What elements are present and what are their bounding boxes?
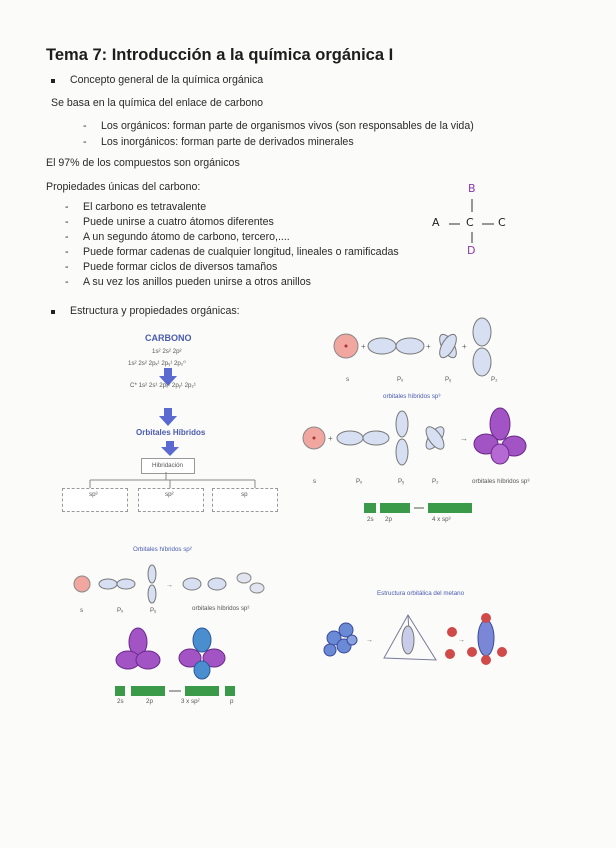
- box-2s-label-2: 2s: [117, 698, 124, 705]
- list-item: A su vez los anillos pueden unirse a otr…: [65, 276, 311, 288]
- hand-atom-c2: C: [498, 216, 506, 229]
- svg-text:+: +: [361, 342, 366, 351]
- list-item: A un segundo átomo de carbono, tercero,.…: [65, 231, 290, 243]
- hibridos-sp3-caption: orbitales híbridos sp³: [383, 393, 441, 400]
- svg-text:→: →: [458, 637, 465, 644]
- label-px-2: Pₓ: [356, 478, 363, 485]
- sp2-box: sp²: [138, 488, 204, 512]
- svg-text:+: +: [328, 434, 333, 443]
- props-title: Propiedades únicas del carbono:: [46, 181, 201, 193]
- config-1: 1s² 2s² 2p²: [152, 348, 182, 355]
- box-2p-label: 2p: [385, 516, 392, 523]
- sp3-label: sp³: [89, 491, 98, 498]
- intro-bullet: Concepto general de la química orgánica: [50, 74, 264, 86]
- hibridos-sp2-title: Orbitales híbridos sp²: [133, 546, 192, 553]
- hibridacion-label: Hibridación: [152, 462, 183, 469]
- svg-text:→: →: [166, 582, 173, 589]
- box-2s-label: 2s: [367, 516, 374, 523]
- list-item: Los orgánicos: forman parte de organismo…: [83, 120, 474, 132]
- label-px: Pₓ: [397, 376, 404, 383]
- config-3: C* 1s² 2s¹ 2pₓ¹ 2pᵧ¹ 2p₂¹: [130, 382, 196, 389]
- sp2-orbitals-diagram: →: [73, 564, 265, 604]
- label-s-3: s: [80, 607, 84, 614]
- label-py-3: Pᵧ: [150, 607, 157, 614]
- hand-atom-c: C: [466, 216, 474, 229]
- hibridos-sp2-caption: orbitales híbridos sp²: [192, 605, 250, 612]
- sp2-label: sp²: [165, 491, 174, 498]
- arrow-down-icon: [161, 441, 179, 456]
- sp2-hybrid-shapes: [115, 627, 226, 680]
- hibridacion-box: Hibridación: [141, 458, 195, 474]
- sp-box: sp: [212, 488, 278, 512]
- label-py: Pᵧ: [445, 376, 452, 383]
- config-2: 1s² 2s² 2pₓ¹ 2pᵧ¹ 2p₂⁰: [128, 360, 186, 367]
- list-item: El carbono es tetravalente: [65, 201, 206, 213]
- box-2p-label-2: 2p: [146, 698, 153, 705]
- energy-boxes-sp2: [115, 686, 235, 696]
- hibridos-sp3-caption-2: orbitales híbridos sp³: [472, 478, 530, 485]
- sp3-orbitals-diagram: + + +: [333, 317, 492, 377]
- methane-diagram: → →: [323, 613, 507, 665]
- energy-boxes-sp3: [364, 503, 472, 513]
- sp-label: sp: [241, 491, 248, 498]
- arrow-down-icon: [159, 368, 177, 386]
- label-pz-2: P₂: [432, 478, 439, 485]
- list-item: Puede formar ciclos de diversos tamaños: [65, 261, 277, 273]
- tree-lines: [89, 472, 256, 488]
- svg-text:→: →: [366, 637, 373, 644]
- box-4sp3-label: 4 x sp³: [432, 516, 451, 523]
- label-s-2: s: [313, 478, 317, 485]
- sp3-hybrid-diagram: + →: [302, 407, 527, 466]
- arrow-down-icon: [159, 408, 177, 426]
- hand-atom-d: D: [467, 244, 476, 257]
- hand-bonds: [449, 199, 494, 243]
- label-py-2: Pᵧ: [398, 478, 405, 485]
- list-item: Los inorgánicos: forman parte de derivad…: [83, 136, 354, 148]
- intro-line: Se basa en la química del enlace de carb…: [51, 97, 264, 109]
- svg-text:+: +: [426, 342, 431, 351]
- hand-atom-a: A: [432, 216, 440, 229]
- page-title: Tema 7: Introducción a la química orgáni…: [46, 46, 394, 64]
- label-pz: P₂: [491, 376, 498, 383]
- svg-text:→: →: [460, 434, 468, 443]
- box-3sp2-label: 3 x sp²: [181, 698, 200, 705]
- metano-caption: Estructura orbitálica del metano: [377, 590, 465, 597]
- carbono-title: CARBONO: [145, 333, 192, 343]
- percent-line: El 97% de los compuestos son orgánicos: [46, 157, 240, 169]
- label-s: s: [346, 376, 350, 383]
- sp3-box: sp³: [62, 488, 128, 512]
- list-item: Puede formar cadenas de cualquier longit…: [65, 246, 399, 258]
- hand-atom-b: B: [468, 182, 476, 195]
- box-p-label: p: [230, 698, 234, 705]
- svg-text:+: +: [462, 342, 467, 351]
- label-px-3: Pₓ: [117, 607, 124, 614]
- structure-bullet: Estructura y propiedades orgánicas:: [51, 305, 240, 317]
- orbitales-hibridos-label: Orbitales Híbridos: [136, 428, 206, 437]
- list-item: Puede unirse a cuatro átomos diferentes: [65, 216, 274, 228]
